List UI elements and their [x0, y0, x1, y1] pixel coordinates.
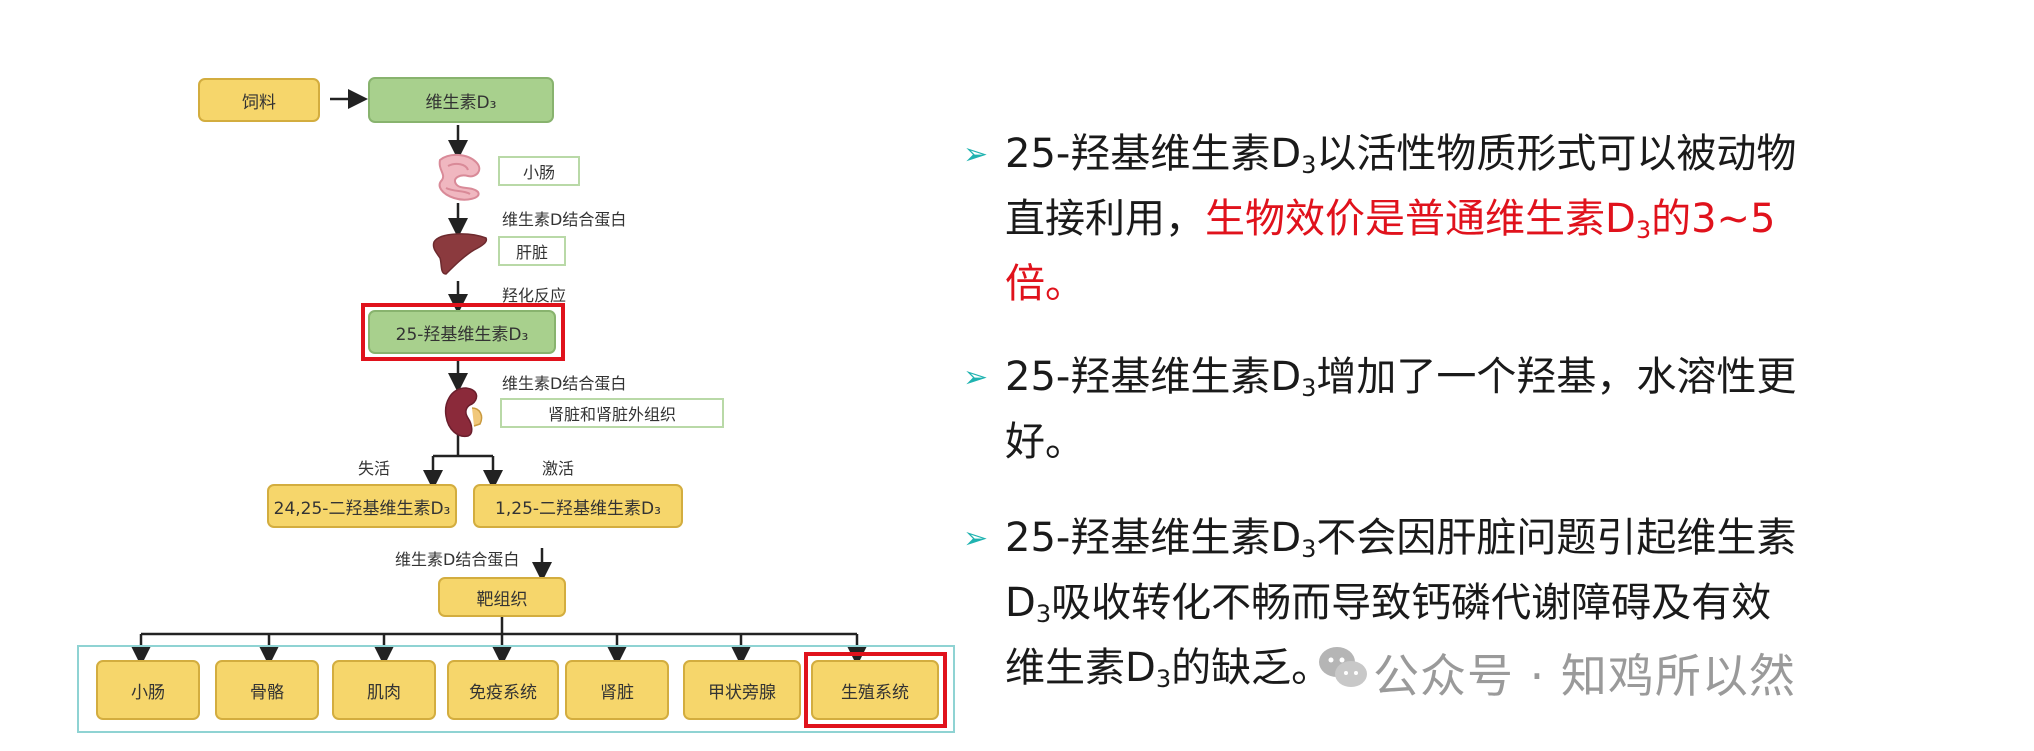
target-parathyroid: 甲状旁腺 [683, 660, 801, 720]
inactivation-note: 失活 [358, 459, 391, 478]
bullet-1: ➢25-羟基维生素D3以活性物质形式可以被动物 直接利用，生物效价是普通维生素D… [963, 122, 1935, 317]
target-bone: 骨骼 [215, 660, 319, 720]
binding-protein-note-2: 维生素D结合蛋白 [502, 374, 627, 393]
liver-label: 肝脏 [498, 236, 566, 266]
bullet-3-line-3: 维生素D3的缺乏。 [1005, 645, 1332, 693]
right-arrow-bullet-icon: ➢ [963, 137, 989, 172]
bullet-2-line-2: 好。 [1005, 419, 1085, 465]
right-arrow-bullet-icon: ➢ [963, 521, 989, 556]
kidney-icon [444, 387, 483, 438]
target-row-frame [77, 645, 955, 733]
hydroxylation-note: 羟化反应 [502, 286, 567, 305]
hydroxy-d3-box: 25-羟基维生素D₃ [368, 310, 556, 354]
bullet-3-line-1: ➢25-羟基维生素D3不会因肝脏问题引起维生素 [963, 506, 1935, 571]
target-reproductive-system: 生殖系统 [811, 660, 939, 720]
d3-24-25-box: 24,25-二羟基维生素D₃ [267, 484, 457, 528]
target-kidney: 肾脏 [565, 660, 669, 720]
right-arrow-bullet-icon: ➢ [963, 360, 989, 395]
target-small-intestine: 小肠 [96, 660, 200, 720]
d3-1-25-box: 1,25-二羟基维生素D₃ [473, 484, 683, 528]
activation-note: 激活 [542, 459, 575, 478]
small-intestine-label: 小肠 [498, 156, 580, 186]
vitamin-d3-box: 维生素D₃ [368, 77, 554, 123]
bullet-2-line-1: ➢25-羟基维生素D3增加了一个羟基，水溶性更 [963, 345, 1935, 410]
target-immune-system: 免疫系统 [447, 660, 559, 720]
reproductive-highlight-frame [804, 652, 947, 728]
hydroxy-d3-highlight-frame [361, 303, 565, 361]
feed-box: 饲料 [198, 78, 320, 122]
wechat-icon [1319, 647, 1367, 687]
bullet-1-line-1: ➢25-羟基维生素D3以活性物质形式可以被动物 [963, 122, 1935, 187]
bullet-2: ➢25-羟基维生素D3增加了一个羟基，水溶性更 好。 [963, 345, 1935, 475]
bullet-1-line-2: 直接利用，生物效价是普通维生素D3的3~5 [1005, 196, 1776, 244]
watermark-text: 公众号 · 知鸡所以然 [1373, 649, 1796, 703]
binding-protein-note-3: 维生素D结合蛋白 [395, 550, 520, 569]
bullet-3-line-2: D3吸收转化不畅而导致钙磷代谢障碍及有效 [1005, 580, 1772, 628]
binding-protein-note-1: 维生素D结合蛋白 [502, 210, 627, 229]
bullet-1-line-3: 倍。 [1005, 261, 1085, 307]
intestine-icon [438, 154, 481, 201]
target-tissue-box: 靶组织 [438, 577, 566, 617]
kidney-tissue-label: 肾脏和肾脏外组织 [500, 398, 724, 428]
liver-icon [432, 233, 488, 275]
target-muscle: 肌肉 [332, 660, 436, 720]
bullet-3: ➢25-羟基维生素D3不会因肝脏问题引起维生素 D3吸收转化不畅而导致钙磷代谢障… [963, 506, 1935, 701]
